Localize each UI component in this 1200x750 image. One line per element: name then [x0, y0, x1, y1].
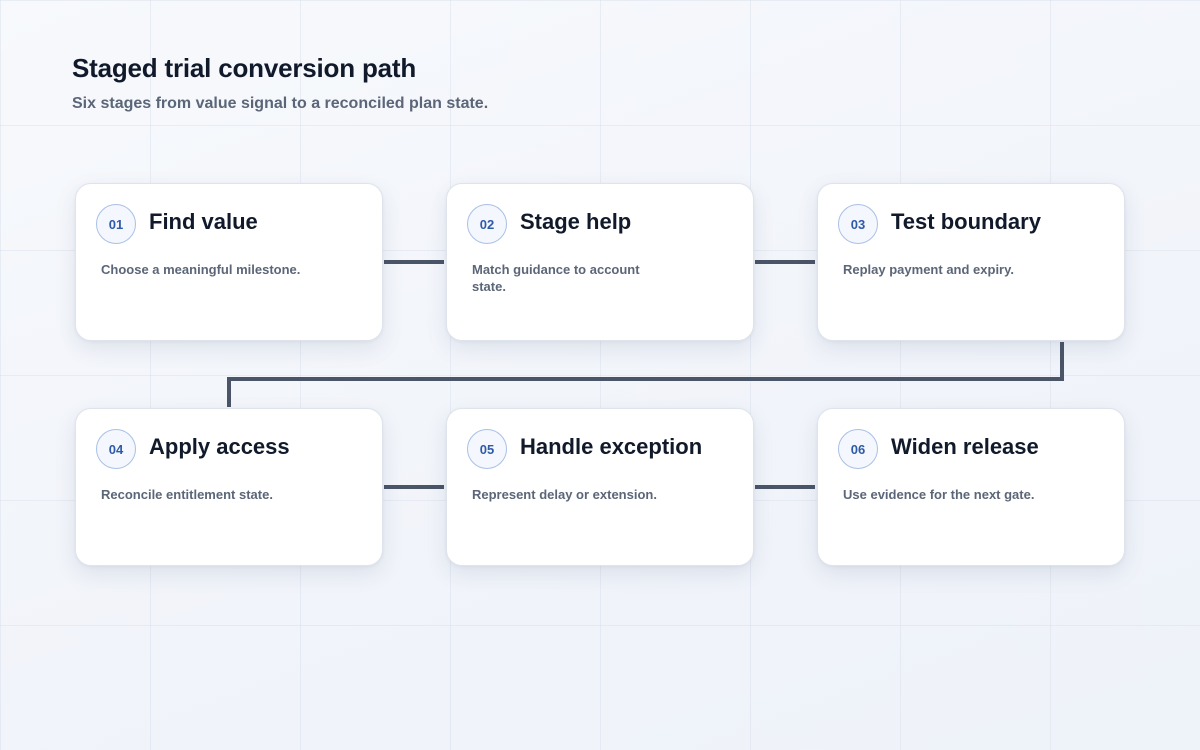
stage-number-badge: 02 — [467, 204, 507, 244]
stage-title: Find value — [149, 209, 258, 234]
stage-title: Apply access — [149, 434, 290, 459]
page-header: Staged trial conversion path Six stages … — [72, 52, 488, 115]
connector-03-04 — [227, 342, 1064, 407]
stage-description: Represent delay or extension. — [472, 487, 657, 502]
stage-number-badge: 04 — [96, 429, 136, 469]
stage-description: Reconcile entitlement state. — [101, 487, 273, 502]
stage-card-04: 04 Apply access Reconcile entitlement st… — [75, 408, 383, 566]
stage-number-badge: 01 — [96, 204, 136, 244]
stage-card-01: 01 Find value Choose a meaningful milest… — [75, 183, 383, 341]
page-subtitle: Six stages from value signal to a reconc… — [72, 95, 489, 112]
stage-description: Choose a meaningful milestone. — [101, 262, 301, 277]
stage-number-badge: 05 — [467, 429, 507, 469]
stage-card-02: 02 Stage help Match guidance to account … — [446, 183, 754, 341]
stage-description: Use evidence for the next gate. — [843, 487, 1035, 502]
stage-title: Test boundary — [891, 209, 1041, 234]
page-title: Staged trial conversion path — [72, 53, 417, 83]
stage-title: Widen release — [891, 434, 1039, 459]
stage-description: Match guidance to account state. — [472, 262, 640, 294]
stage-description: Replay payment and expiry. — [843, 262, 1014, 277]
stage-card-06: 06 Widen release Use evidence for the ne… — [817, 408, 1125, 566]
stage-number-badge: 03 — [838, 204, 878, 244]
stage-card-03: 03 Test boundary Replay payment and expi… — [817, 183, 1125, 341]
stage-title: Stage help — [520, 209, 632, 234]
stage-number-badge: 06 — [838, 429, 878, 469]
stage-card-05: 05 Handle exception Represent delay or e… — [446, 408, 754, 566]
stage-title: Handle exception — [520, 434, 703, 459]
